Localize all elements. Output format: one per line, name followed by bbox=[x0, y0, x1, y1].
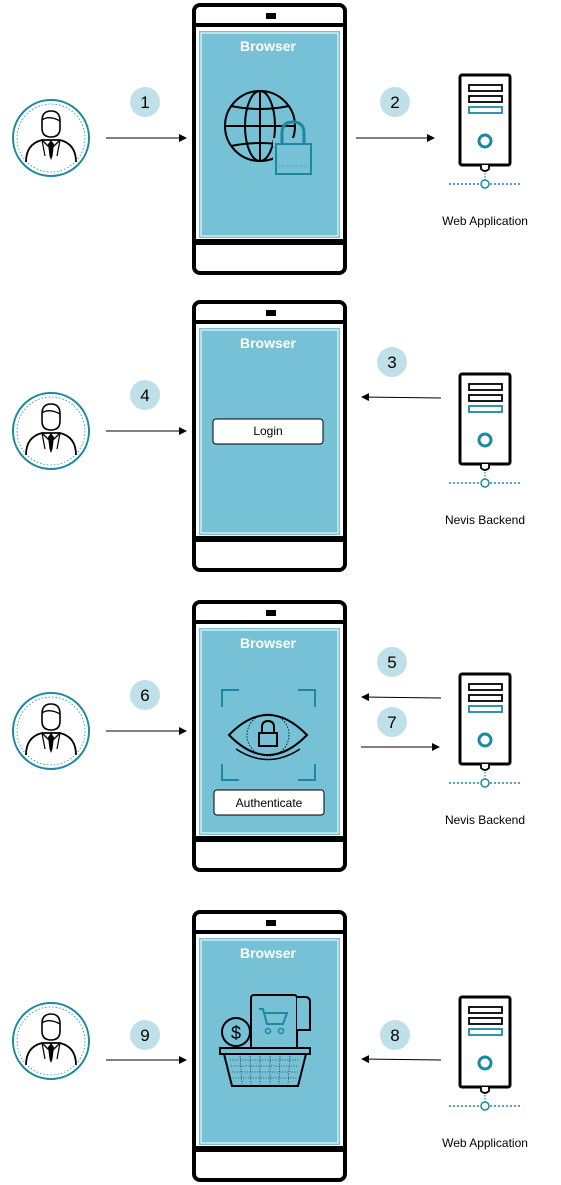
step-badge bbox=[380, 1020, 410, 1050]
login-button-label: Login bbox=[253, 424, 282, 438]
row-4: 9 Browser $ 8 Web Application bbox=[12, 910, 528, 1182]
row-1: 1 Browser 2 Web Application bbox=[12, 3, 528, 275]
server-icon bbox=[447, 73, 523, 190]
authenticate-button-label: Authenticate bbox=[236, 796, 303, 810]
browser-title: Browser bbox=[240, 335, 297, 351]
arrow bbox=[361, 393, 442, 402]
user-icon bbox=[12, 99, 90, 177]
user-icon bbox=[12, 692, 90, 770]
row-3: 6 Browser Authenticate 5 7 Nevis Backend bbox=[12, 600, 525, 872]
row-2: 4 Browser Login 3 Nevis Backend bbox=[12, 300, 525, 572]
server-icon bbox=[447, 672, 523, 789]
server-label: Nevis Backend bbox=[445, 813, 525, 827]
arrow bbox=[361, 693, 442, 702]
arrow bbox=[361, 1055, 442, 1064]
step-badge bbox=[130, 1020, 160, 1050]
step-number: 4 bbox=[140, 386, 149, 405]
user-icon bbox=[12, 392, 90, 470]
step-number: 1 bbox=[140, 93, 149, 112]
server-label: Web Application bbox=[442, 214, 528, 228]
step-number: 2 bbox=[390, 93, 399, 112]
server-label: Web Application bbox=[442, 1136, 528, 1150]
step-number: 7 bbox=[387, 713, 396, 732]
shopping-basket-dollar-icon: $ bbox=[219, 994, 311, 1087]
step-number: 5 bbox=[387, 653, 396, 672]
step-badge bbox=[380, 87, 410, 117]
step-number: 9 bbox=[140, 1026, 149, 1045]
login-button[interactable]: Login bbox=[212, 418, 324, 445]
step-badge bbox=[130, 380, 160, 410]
user-icon bbox=[12, 1002, 90, 1080]
browser-title: Browser bbox=[240, 38, 297, 54]
globe-lock-icon bbox=[224, 90, 317, 178]
step-number: 6 bbox=[140, 686, 149, 705]
step-badge bbox=[377, 707, 407, 737]
server-icon bbox=[447, 372, 523, 489]
step-badge bbox=[377, 347, 407, 377]
browser-title: Browser bbox=[240, 945, 297, 961]
server-label: Nevis Backend bbox=[445, 513, 525, 527]
step-number: 8 bbox=[390, 1026, 399, 1045]
server-icon bbox=[447, 995, 523, 1112]
browser-title: Browser bbox=[240, 635, 297, 651]
step-number: 3 bbox=[387, 353, 396, 372]
step-badge bbox=[130, 87, 160, 117]
authenticate-button[interactable]: Authenticate bbox=[213, 789, 325, 816]
svg-text:$: $ bbox=[231, 1023, 241, 1043]
eye-scan-lock-icon bbox=[221, 689, 316, 781]
step-badge bbox=[377, 647, 407, 677]
step-badge bbox=[130, 680, 160, 710]
